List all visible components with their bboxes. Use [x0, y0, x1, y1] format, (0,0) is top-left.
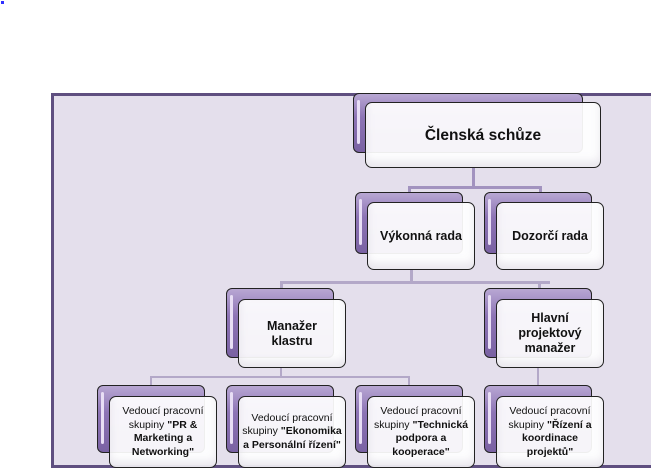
node-label: Vedoucí pracovní skupiny "Ekonomika a Pe… [242, 412, 342, 453]
node-label-name: "Technická podpora a kooperace" [392, 418, 469, 458]
connector-cluster-bar [150, 376, 410, 378]
node-label-prefix: Vedoucí pracovní skupiny [122, 405, 204, 431]
node-label: Výkonná rada [380, 228, 462, 243]
marker-dot [1, 1, 4, 4]
node-label-name: "Řízení a koordinace projektů" [521, 418, 592, 458]
node-label: Členská schůze [424, 126, 542, 144]
node-front-shape: Vedoucí pracovní skupiny "Technická podp… [367, 396, 475, 468]
node-front-shape: Vedoucí pracovní skupiny "Ekonomika a Pe… [238, 396, 346, 468]
node-label: Manažer klastru [266, 318, 318, 348]
connector-to-cluster-manager [280, 281, 283, 291]
node-label-name: "PR & Marketing a Networking" [131, 418, 198, 458]
node-front-shape: Výkonná rada [367, 202, 475, 270]
node-label: Vedoucí pracovní skupiny "Řízení a koord… [500, 405, 600, 459]
node-label-prefix: Vedoucí pracovní skupiny [373, 405, 462, 431]
connector-executive-trunk [410, 270, 413, 284]
node-front-shape: Vedoucí pracovní skupiny "PR & Marketing… [109, 396, 217, 468]
connector-root-trunk [472, 168, 475, 188]
node-label-prefix: Vedoucí pracovní skupiny [508, 405, 591, 431]
connector-to-wg-technical [408, 376, 410, 386]
node-label-name: "Ekonomika a Personální řízení" [243, 425, 342, 451]
connector-cluster-trunk [280, 368, 282, 378]
node-label: Vedoucí pracovní skupiny "PR & Marketing… [113, 405, 213, 459]
node-front-shape: Členská schůze [365, 102, 601, 168]
node-label-prefix: Vedoucí pracovní skupiny [242, 411, 333, 438]
connector-executive-bar [280, 281, 550, 284]
node-front-shape: Manažer klastru [238, 299, 346, 368]
node-front-shape: Hlavní projektový manažer [496, 299, 604, 368]
node-label: Vedoucí pracovní skupiny "Technická podp… [369, 405, 473, 459]
connector-to-wg-pr [150, 376, 152, 386]
connector-to-chief-pm [538, 281, 541, 291]
node-label: Dozorčí rada [512, 228, 588, 243]
node-front-shape: Vedoucí pracovní skupiny "Řízení a koord… [496, 396, 604, 468]
connector-root-bar [408, 186, 542, 189]
node-label: Hlavní projektový manažer [518, 311, 582, 355]
connector-chief-pm-trunk [537, 368, 539, 386]
node-front-shape: Dozorčí rada [496, 202, 604, 270]
